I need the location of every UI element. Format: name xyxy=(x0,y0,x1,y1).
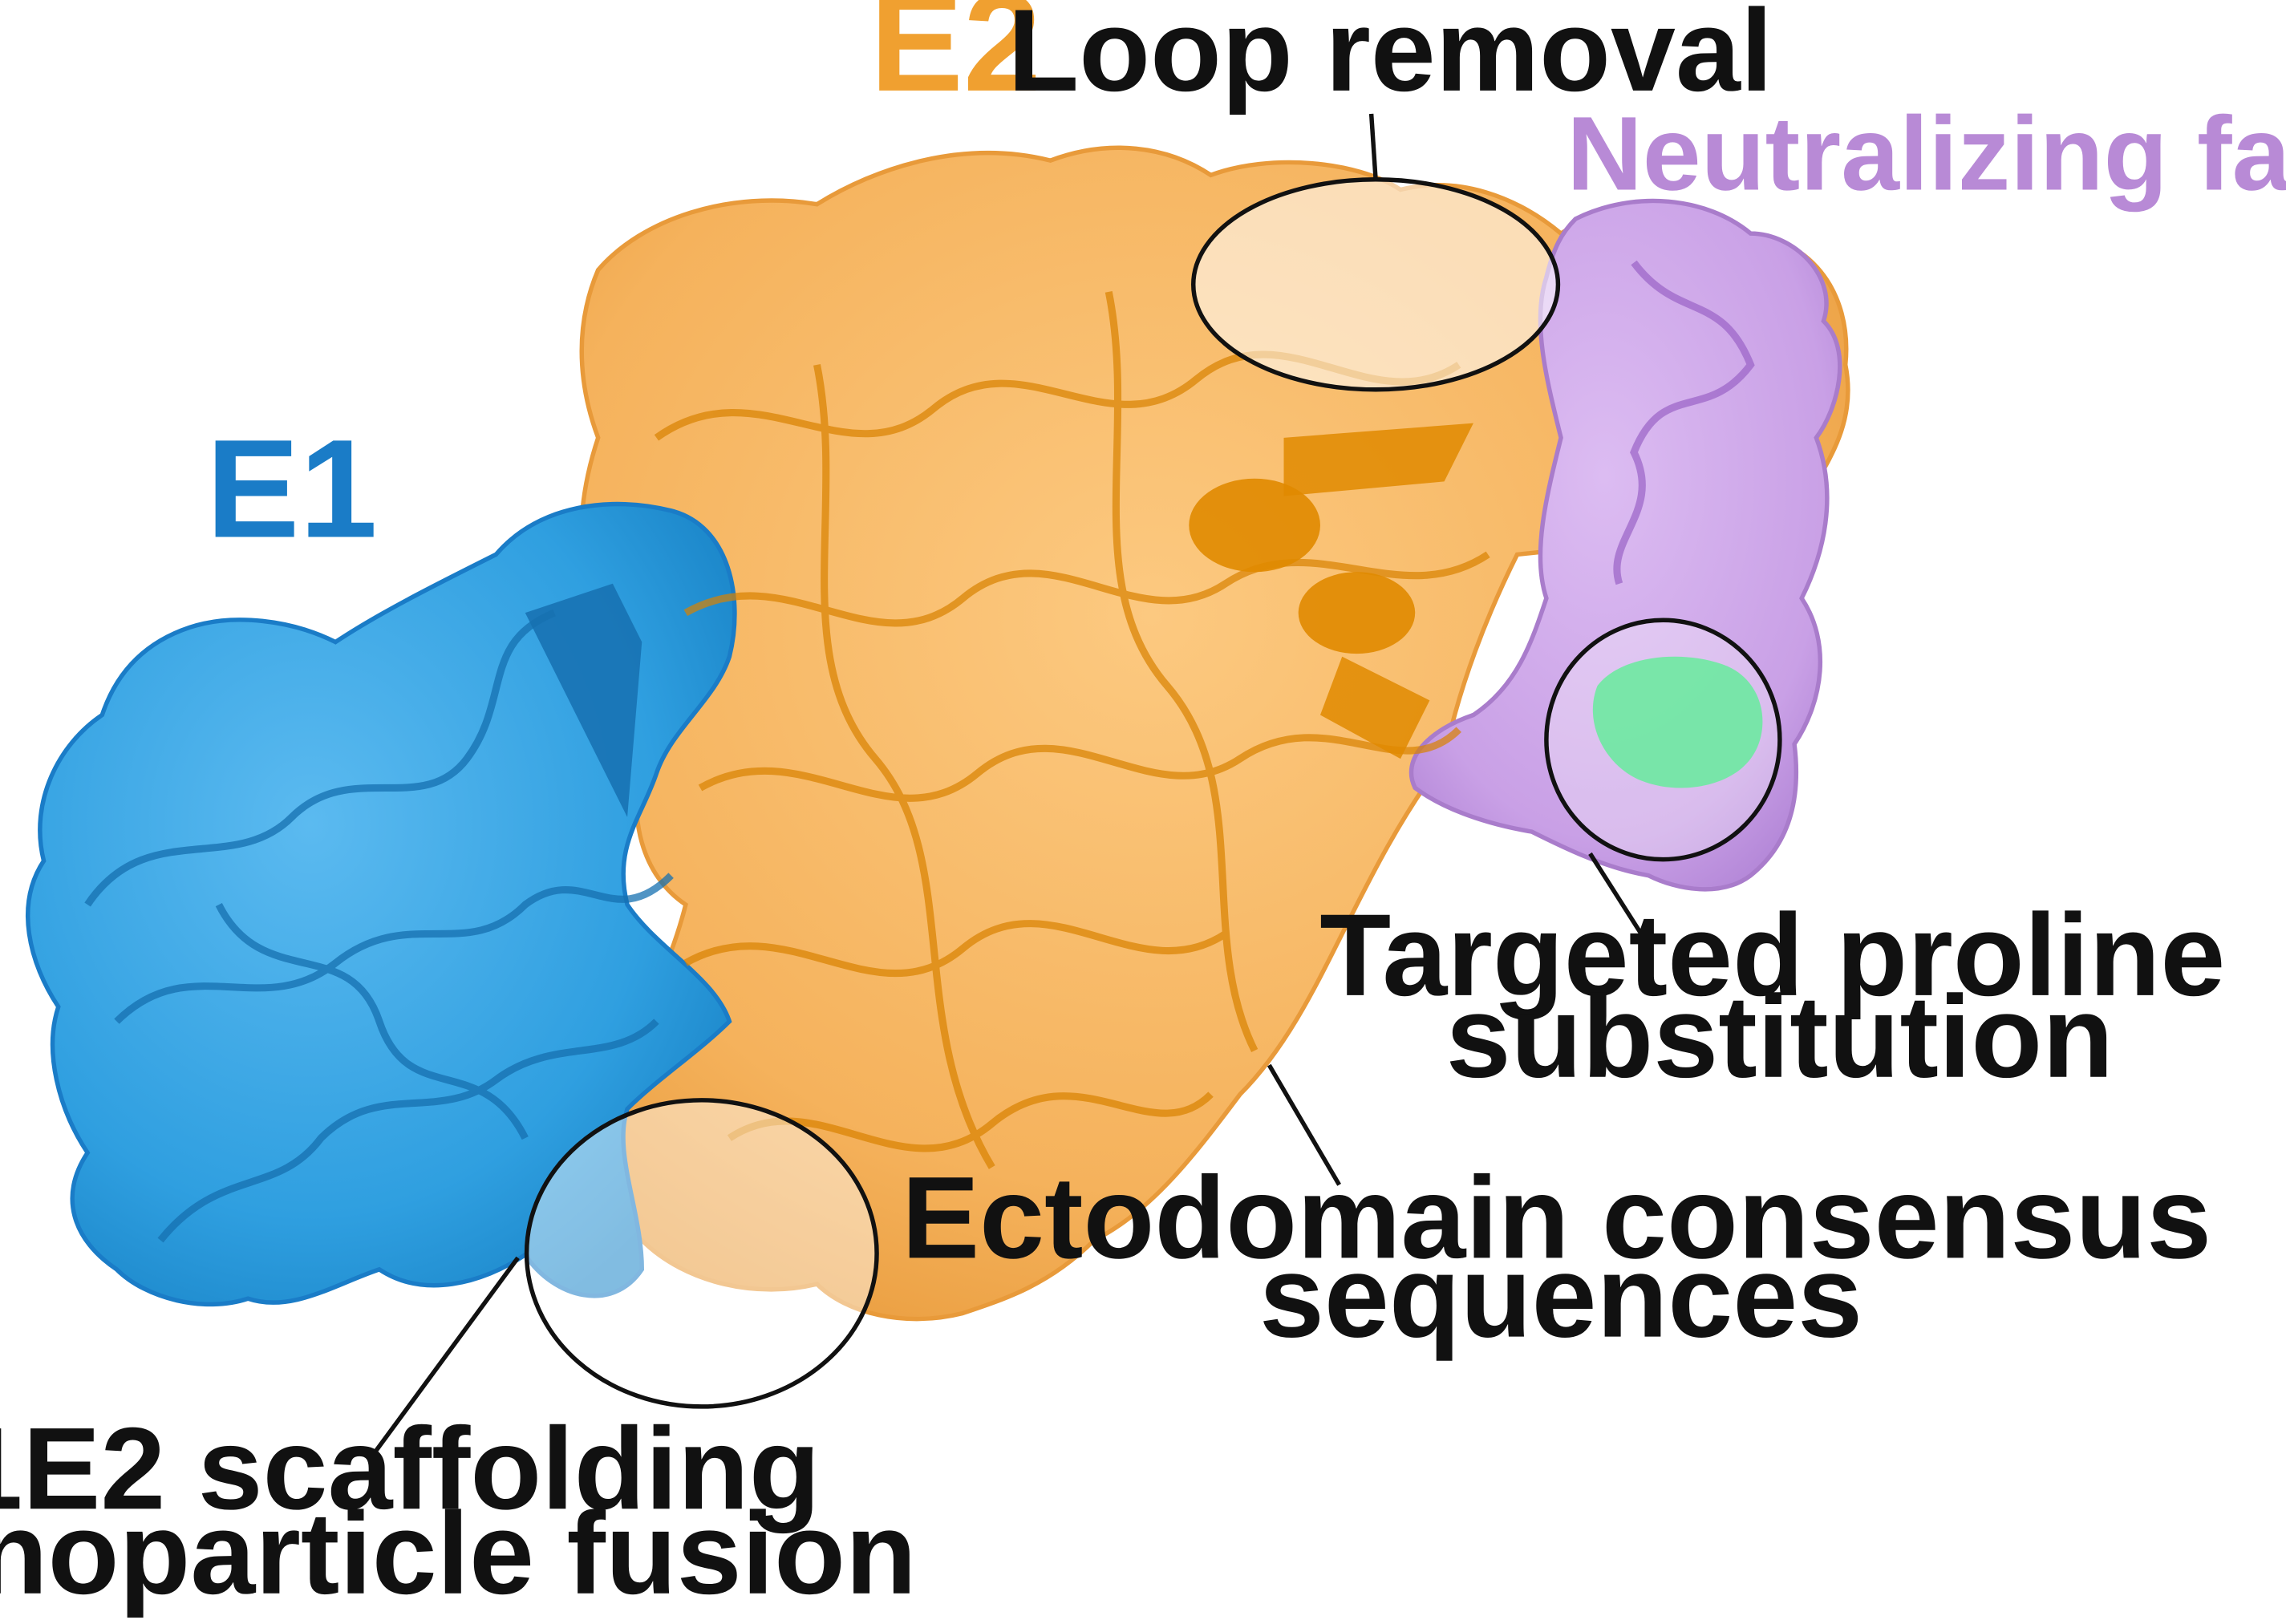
e2-ribbon-trace xyxy=(654,290,1490,1169)
loop-removal-region xyxy=(1191,177,1561,392)
loop-removal-label: Loop removal xyxy=(1007,0,1773,115)
ectodomain-leader xyxy=(1267,1063,1341,1186)
scaffolding-label-line2: Nanoparticle fusion xyxy=(0,1488,917,1618)
e2-surface xyxy=(578,145,1850,1322)
e1-surface xyxy=(26,501,737,1307)
proline-region xyxy=(1544,618,1782,862)
targeted-proline-label-line2: substitution xyxy=(1446,971,2114,1102)
proline-leader xyxy=(1588,852,1644,935)
leader-lines xyxy=(370,113,1644,1458)
neutralizing-face-label: Neutralizing face xyxy=(1567,95,2286,213)
e2-helix xyxy=(1189,423,1473,759)
scaffolding-region xyxy=(524,1098,879,1409)
e1-beta-arrow xyxy=(525,583,642,817)
targeted-proline-label-line1: Targeted proline xyxy=(1319,889,2225,1020)
ectodomain-label-line1: Ectodomain consensus xyxy=(902,1152,2211,1282)
ectodomain-label-line2: sequences xyxy=(1259,1231,1862,1362)
e1-ribbon-trace xyxy=(84,609,674,1243)
e2-label: E2 xyxy=(870,0,1042,121)
scaffolding-leader xyxy=(370,1256,520,1458)
loop-removal-leader xyxy=(1368,113,1378,180)
e1-label: E1 xyxy=(206,411,378,568)
proline-site-patch xyxy=(1592,656,1763,788)
neutralizing-ribbon-trace xyxy=(1613,260,1755,585)
